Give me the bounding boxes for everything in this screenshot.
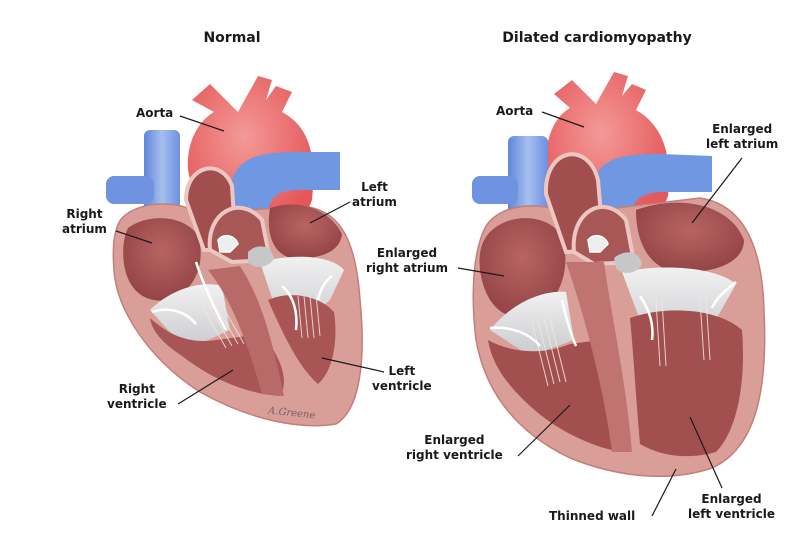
leader-dilated-right-atrium <box>457 267 505 277</box>
dilated-heart <box>472 72 766 478</box>
label-normal-aorta: Aorta <box>136 106 174 120</box>
leader-dilated-left-ventricle <box>689 416 723 489</box>
leader-normal-left-ventricle <box>321 357 385 373</box>
normal-heart <box>106 76 363 427</box>
leader-dilated-right-ventricle <box>517 404 571 457</box>
label-normal-left-atrium: Left atrium <box>352 180 397 209</box>
leader-normal-aorta <box>179 115 225 132</box>
label-dilated-thinned-wall: Thinned wall <box>549 509 636 523</box>
dilated-right-atrium <box>479 218 566 319</box>
dilated-left-ventricle <box>630 310 743 457</box>
label-normal-right-atrium: Right atrium <box>62 207 107 236</box>
dilated-right-ventricle <box>488 340 622 452</box>
label-dilated-left-atrium: Enlarged left atrium <box>706 122 779 151</box>
panel-title-normal: Normal <box>203 30 261 46</box>
label-normal-left-ventricle: Left ventricle <box>372 364 432 393</box>
leader-dilated-left-atrium <box>691 157 743 224</box>
leader-normal-left-atrium <box>309 201 351 224</box>
leader-dilated-aorta <box>541 111 585 128</box>
label-dilated-right-ventricle: Enlarged right ventricle <box>406 433 503 462</box>
label-dilated-left-ventricle: Enlarged left ventricle <box>688 492 776 521</box>
panel-title-dilated: Dilated cardiomyopathy <box>502 30 692 46</box>
normal-right-atrium <box>123 218 201 301</box>
normal-left-atrium <box>268 204 342 259</box>
label-normal-right-ventricle: Right ventricle <box>107 382 167 411</box>
leader-lines <box>115 111 743 517</box>
label-dilated-aorta: Aorta <box>496 104 534 118</box>
label-dilated-right-atrium: Enlarged right atrium <box>366 246 448 275</box>
leader-normal-right-atrium <box>115 230 153 244</box>
leader-normal-right-ventricle <box>177 369 234 405</box>
leader-dilated-thinned-wall <box>651 468 677 517</box>
dilated-left-atrium <box>636 202 744 273</box>
